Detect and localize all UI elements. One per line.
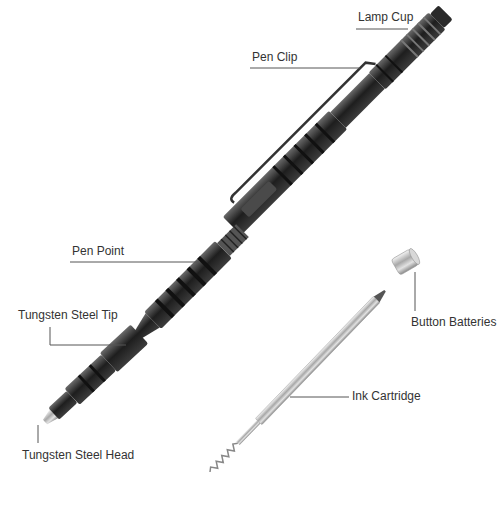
pen-barrel-shape [294, 144, 315, 165]
pen-barrel-shape [368, 12, 445, 89]
part-label: Tungsten Steel Head [22, 448, 134, 462]
steel-head-shape [100, 325, 148, 373]
pen-barrel-shape [240, 181, 277, 218]
part-label: Ink Cartridge [352, 389, 421, 403]
leader-lines-shape [290, 397, 349, 398]
button-battery [391, 247, 422, 275]
ink-cartridge-shape [208, 441, 240, 474]
pen-barrel-shape [315, 123, 336, 144]
pen-barrel-shape [406, 34, 424, 52]
pen-grip [127, 222, 251, 346]
pen-barrel-shape [400, 39, 418, 57]
pen-grip-shape [217, 224, 249, 256]
part-label: Lamp Cup [358, 10, 413, 24]
pen-grip-shape [155, 298, 175, 318]
pen-grip-shape [229, 230, 243, 244]
steel-head [36, 325, 148, 432]
pen-barrel-shape [417, 22, 435, 40]
pen-grip-shape [233, 226, 247, 240]
leader-lines [38, 29, 415, 443]
pen-barrel-shape [385, 55, 403, 73]
ink-cartridge [207, 288, 389, 476]
leader-lines-shape [38, 425, 39, 443]
pen-barrel-shape [430, 5, 453, 28]
leader-lines-shape [70, 262, 200, 263]
part-label: Pen Point [72, 244, 124, 258]
pen-barrel-shape [223, 111, 347, 235]
ink-cartridge-shape [374, 288, 388, 302]
pen-grip-shape [176, 277, 196, 297]
pen-grip-shape [221, 239, 235, 253]
leader-lines-shape [415, 272, 416, 311]
button-battery-shape [407, 247, 421, 266]
pen-grip-shape [144, 241, 232, 329]
pen-barrel [217, 0, 455, 235]
pen-barrel-shape [304, 133, 325, 154]
part-label: Button Batteries [411, 315, 496, 329]
pen-barrel-shape [330, 73, 384, 127]
pen-barrel-shape [412, 28, 430, 46]
ink-cartridge-shape [236, 420, 260, 445]
pen-grip-shape [187, 267, 207, 287]
pen-barrel-shape [283, 155, 304, 176]
pen-barrel-shape [376, 64, 394, 82]
pen-grip-shape [225, 234, 239, 248]
pen-grip-shape [197, 256, 217, 276]
leader-lines-shape [356, 29, 408, 30]
steel-head-shape [89, 364, 106, 382]
steel-head-shape [78, 374, 95, 392]
part-label: Pen Clip [252, 50, 297, 64]
pen-barrel-shape [230, 58, 376, 204]
pen-grip-shape [165, 288, 185, 308]
ink-cartridge-shape [255, 296, 380, 425]
leader-lines-shape [250, 68, 360, 69]
leader-lines-shape [50, 327, 126, 345]
pen-barrel-shape [272, 165, 293, 186]
part-label: Tungsten Steel Tip [18, 308, 118, 322]
